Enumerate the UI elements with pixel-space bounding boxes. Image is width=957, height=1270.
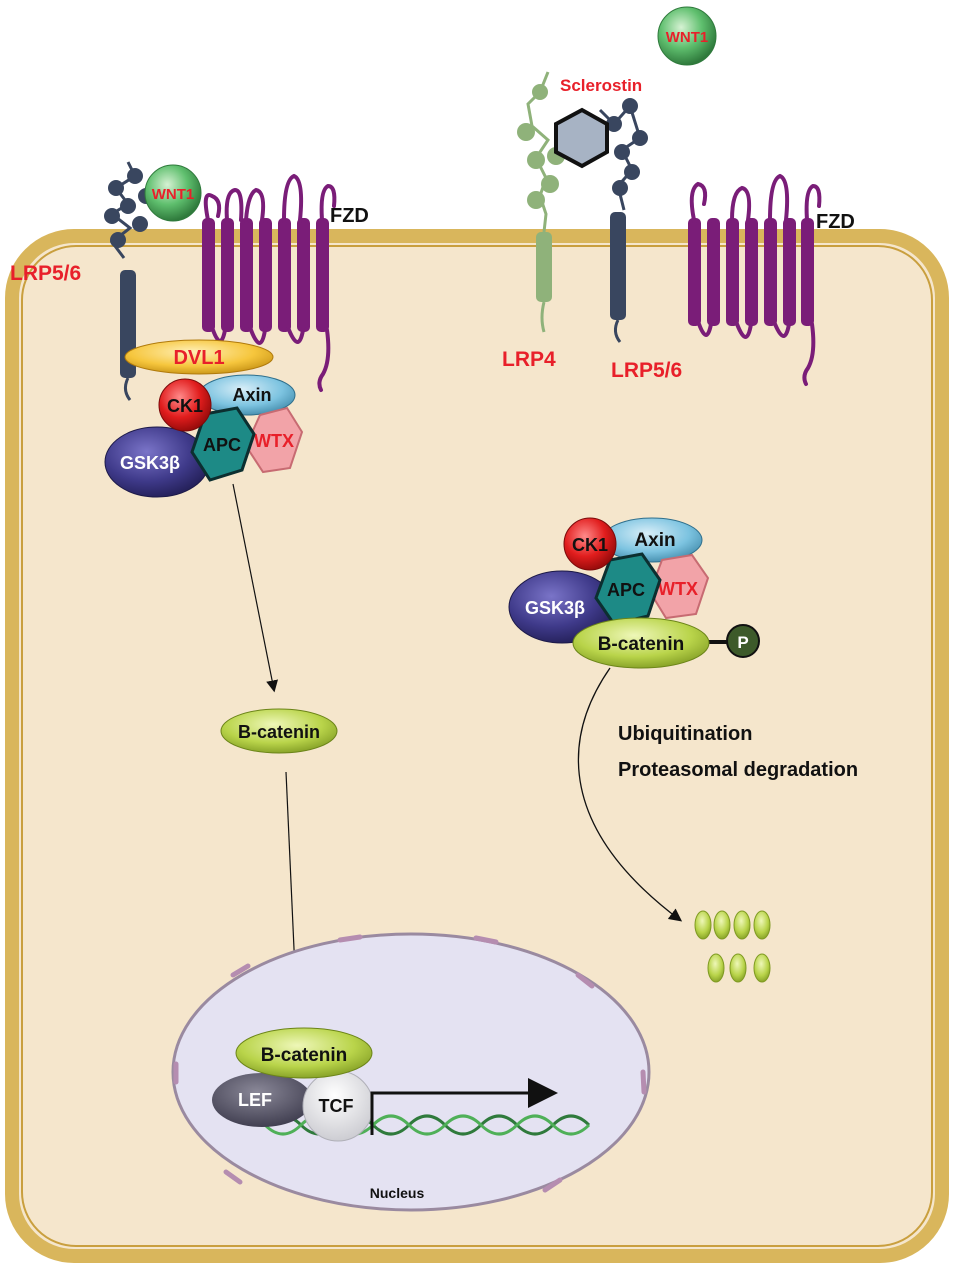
wnt1-right-label: WNT1 — [666, 29, 709, 46]
lef — [212, 1073, 312, 1127]
axin-left-label: Axin — [232, 385, 271, 405]
nucleus-label: Nucleus — [370, 1185, 425, 1201]
transcription-arrow — [370, 1078, 558, 1135]
gsk3b-left-label: GSK3β — [120, 453, 180, 473]
gsk3b-right-label: GSK3β — [525, 598, 585, 618]
lrp56-left-label: LRP5/6 — [10, 262, 81, 285]
bcatenin-complex — [572, 617, 710, 669]
bcatenin-cytoplasm — [220, 708, 338, 754]
dvl1 — [124, 339, 274, 375]
proteasomal-label: Proteasomal degradation — [618, 759, 858, 781]
nucleus — [171, 932, 651, 1212]
lef-label: LEF — [238, 1090, 272, 1110]
cell-membrane-inner-line — [21, 245, 933, 1247]
lrp4-label: LRP4 — [502, 348, 556, 371]
axin-right-label: Axin — [634, 530, 675, 551]
bcatenin-complex-label: B-catenin — [598, 634, 685, 655]
lrp56-right-label: LRP5/6 — [611, 359, 682, 382]
ck1-right-label: CK1 — [572, 535, 608, 555]
wnt1-left-label: WNT1 — [152, 186, 195, 203]
apc-left-label: APC — [203, 435, 241, 455]
nuclear-pores — [173, 934, 647, 1193]
wtx-left-label: WTX — [254, 431, 294, 451]
apc-right-label: APC — [607, 580, 645, 600]
lrp56-right-receptor — [598, 98, 648, 343]
apc-right — [594, 552, 662, 626]
wtx-right-label: WTX — [658, 579, 698, 599]
fzd-right-receptor — [688, 173, 822, 386]
arrow-degradation — [577, 667, 683, 922]
apc-left — [190, 406, 256, 482]
lrp4-receptor — [517, 71, 565, 333]
fzd-left-receptor — [202, 173, 337, 392]
degraded-bcatenin-fragments — [694, 910, 771, 983]
bcatenin-cytoplasm-label: B-catenin — [238, 722, 320, 742]
sclerostin-label: Sclerostin — [560, 76, 642, 95]
ubiquitination-label: Ubiquitination — [618, 723, 752, 745]
wnt1-left — [144, 164, 202, 222]
phospho-group — [726, 624, 760, 658]
ck1-left-label: CK1 — [167, 396, 203, 416]
dvl1-label: DVL1 — [173, 347, 224, 369]
bcatenin-nucleus-label: B-catenin — [261, 1045, 348, 1066]
phospho-label: P — [737, 633, 748, 652]
ck1-left — [158, 378, 212, 432]
sclerostin — [554, 107, 609, 169]
tcf-label: TCF — [319, 1096, 354, 1116]
bcatenin-nucleus — [235, 1027, 373, 1079]
wnt1-right — [657, 6, 717, 66]
ck1-right — [563, 517, 617, 571]
arrow-complex-to-bcatenin — [232, 483, 279, 693]
fzd-right-label: FZD — [816, 211, 855, 233]
fzd-left-label: FZD — [330, 205, 369, 227]
